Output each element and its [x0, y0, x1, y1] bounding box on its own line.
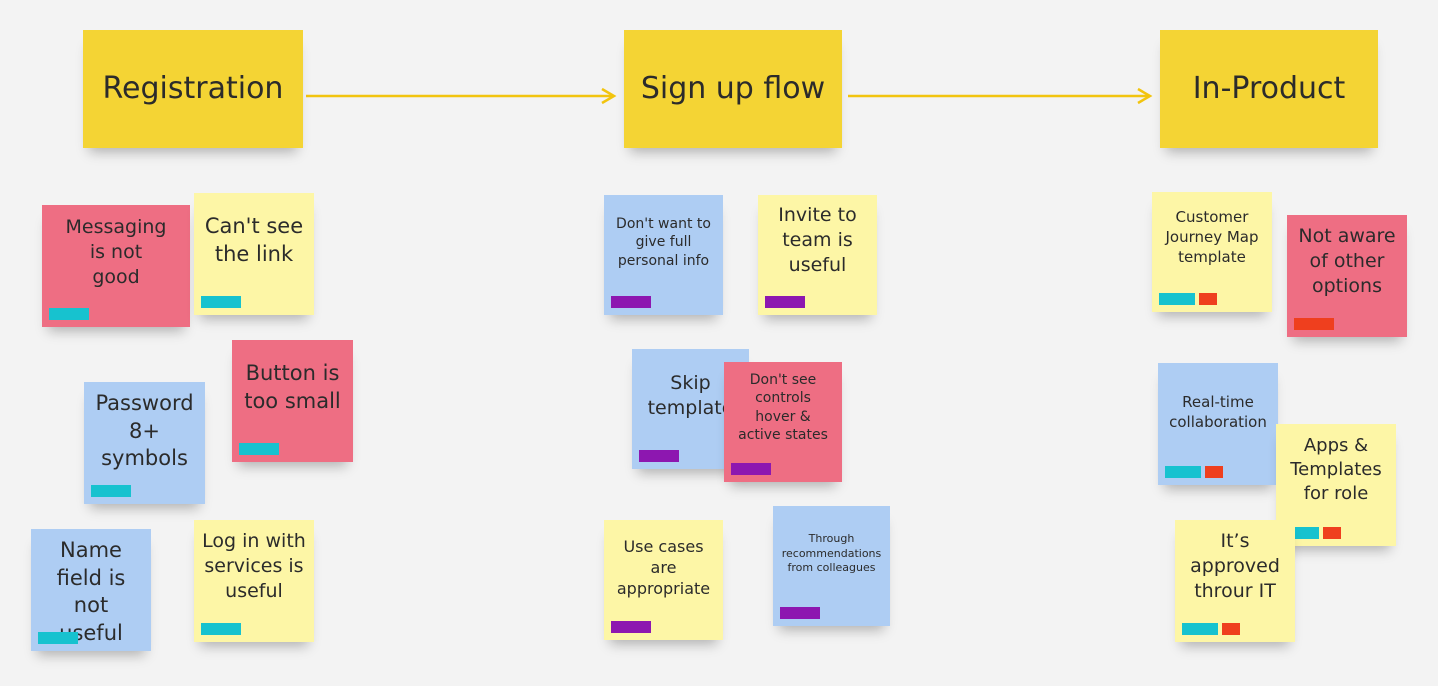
tag-chip-purple[interactable] — [780, 607, 820, 619]
sticky-note-text: Messaging is not good — [65, 216, 167, 289]
sticky-note-text: Not aware of other options — [1298, 225, 1396, 298]
sticky-note-text: Through recommendations from colleagues — [781, 532, 882, 575]
sticky-note[interactable]: Invite to team is useful — [758, 195, 877, 315]
tag-chip-cyan[interactable] — [239, 443, 279, 455]
note-tags — [780, 607, 820, 619]
note-tags — [1159, 293, 1217, 305]
tag-chip-purple[interactable] — [611, 296, 651, 308]
note-tags — [765, 296, 805, 308]
sticky-note-text: Skip template — [647, 372, 734, 420]
note-tags — [1182, 623, 1240, 635]
tag-chip-cyan[interactable] — [49, 308, 89, 320]
sticky-note[interactable]: Real-time collaboration — [1158, 363, 1278, 485]
tag-chip-purple[interactable] — [611, 621, 651, 633]
sticky-note-text: Don't want to give full personal info — [616, 216, 711, 269]
sticky-note-text: Apps & Templates for role — [1290, 435, 1382, 504]
sticky-note[interactable]: Through recommendations from colleagues — [773, 506, 890, 626]
sticky-note[interactable]: Not aware of other options — [1287, 215, 1407, 337]
note-tags — [91, 485, 131, 497]
note-tags — [201, 623, 241, 635]
tag-chip-cyan[interactable] — [38, 632, 78, 644]
note-tags — [611, 296, 651, 308]
tag-chip-cyan[interactable] — [201, 623, 241, 635]
sticky-note-text: Use cases are appropriate — [616, 537, 711, 599]
tag-chip-red[interactable] — [1323, 527, 1341, 539]
tag-chip-red[interactable] — [1294, 318, 1334, 330]
sticky-note[interactable]: Log in with services is useful — [194, 520, 314, 642]
note-tags — [239, 443, 279, 455]
sticky-note-text: Button is too small — [244, 361, 341, 413]
tag-chip-cyan[interactable] — [1165, 466, 1201, 478]
sticky-note[interactable]: Messaging is not good — [42, 205, 190, 327]
sticky-note[interactable]: Use cases are appropriate — [604, 520, 723, 640]
note-tags — [38, 632, 78, 644]
stage-label: Sign up flow — [640, 71, 826, 106]
sticky-note-text: Password 8+ symbols — [95, 391, 194, 471]
note-tags — [1294, 318, 1334, 330]
sticky-note-text: Invite to team is useful — [778, 204, 857, 277]
note-tags — [201, 296, 241, 308]
sticky-note[interactable]: Button is too small — [232, 340, 353, 462]
stage-label: Registration — [102, 71, 284, 106]
sticky-note[interactable]: Customer Journey Map template — [1152, 192, 1272, 312]
tag-chip-purple[interactable] — [639, 450, 679, 462]
note-tags — [1165, 466, 1223, 478]
sticky-note-text: Real-time collaboration — [1169, 393, 1267, 431]
connector-arrowhead — [601, 87, 617, 105]
tag-chip-purple[interactable] — [731, 463, 771, 475]
tag-chip-red[interactable] — [1199, 293, 1217, 305]
sticky-note[interactable]: Don't see controls hover & active states — [724, 362, 842, 482]
sticky-note[interactable]: Password 8+ symbols — [84, 382, 205, 504]
sticky-note[interactable]: Don't want to give full personal info — [604, 195, 723, 315]
note-tags — [731, 463, 771, 475]
sticky-note[interactable]: Apps & Templates for role — [1276, 424, 1396, 546]
tag-chip-cyan[interactable] — [91, 485, 131, 497]
tag-chip-cyan[interactable] — [201, 296, 241, 308]
stage-registration[interactable]: Registration — [83, 30, 303, 148]
stage-in-product[interactable]: In-Product — [1160, 30, 1378, 148]
tag-chip-red[interactable] — [1205, 466, 1223, 478]
sticky-note-text: Don't see controls hover & active states — [738, 372, 828, 444]
connector-arrowhead — [1137, 87, 1153, 105]
sticky-note-text: Name field is not useful — [56, 538, 126, 646]
tag-chip-red[interactable] — [1222, 623, 1240, 635]
stage-label: In-Product — [1192, 71, 1346, 106]
tag-chip-cyan[interactable] — [1159, 293, 1195, 305]
note-tags — [611, 621, 651, 633]
note-tags — [639, 450, 679, 462]
sticky-note-text: Log in with services is useful — [202, 530, 306, 603]
sticky-note-text: It’s approved throur IT — [1190, 530, 1280, 603]
sticky-note-text: Customer Journey Map template — [1165, 208, 1259, 266]
tag-chip-purple[interactable] — [765, 296, 805, 308]
note-tags — [49, 308, 89, 320]
tag-chip-cyan[interactable] — [1182, 623, 1218, 635]
sticky-note[interactable]: It’s approved throur IT — [1175, 520, 1295, 642]
sticky-note[interactable]: Can't see the link — [194, 193, 314, 315]
sticky-note-text: Can't see the link — [204, 214, 304, 266]
stage-sign-up-flow[interactable]: Sign up flow — [624, 30, 842, 148]
sticky-note[interactable]: Name field is not useful — [31, 529, 151, 651]
